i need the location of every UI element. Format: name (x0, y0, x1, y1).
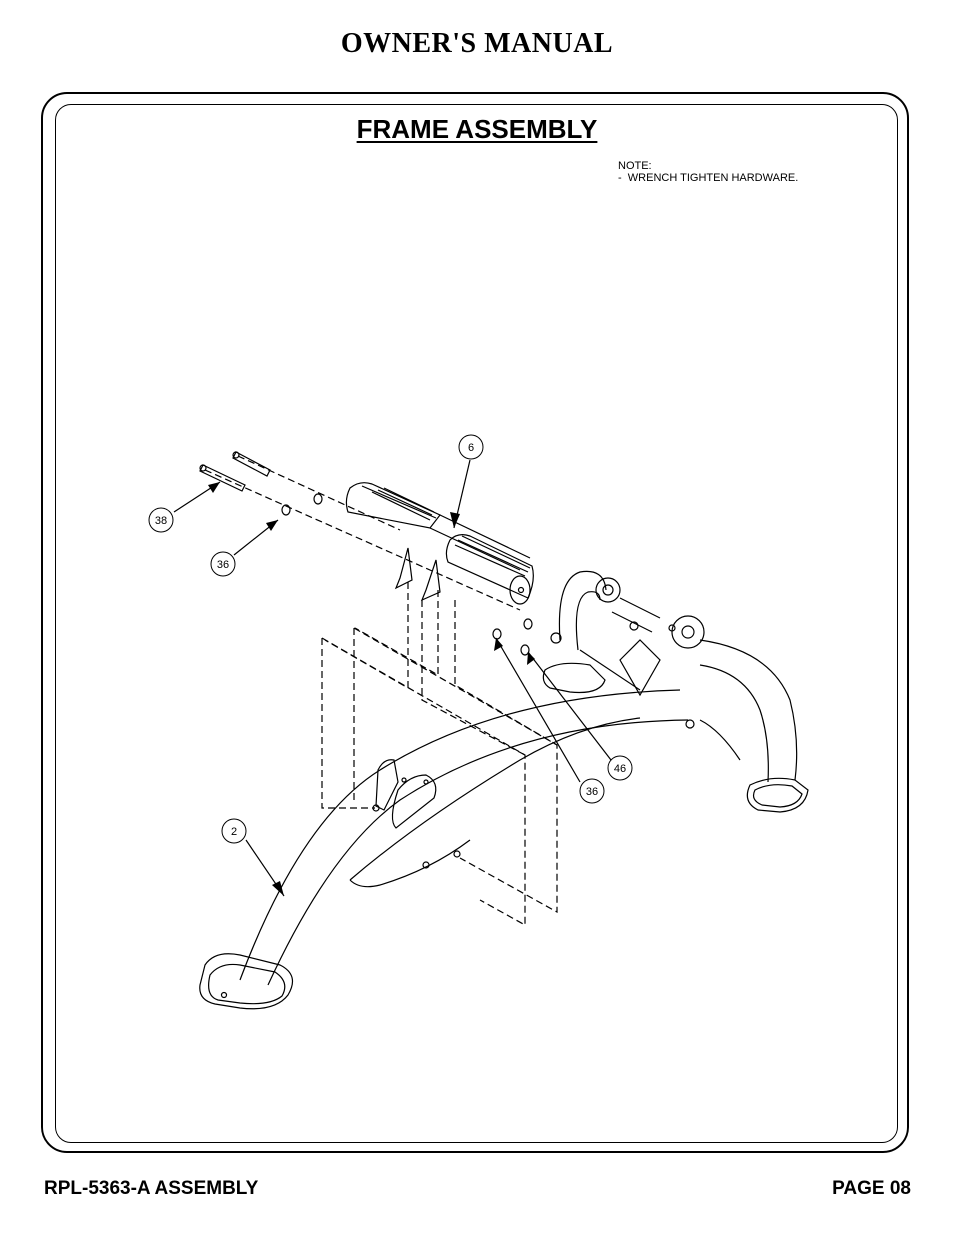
rear-frame (542, 570, 809, 813)
section-title-text: FRAME ASSEMBLY (356, 114, 598, 144)
callout-38: 38 (148, 507, 174, 533)
page-number: PAGE 08 (832, 1178, 911, 1199)
callout-36-bottom: 36 (579, 778, 605, 804)
crossbar-part-6 (345, 482, 534, 605)
assembly-note: NOTE: - WRENCH TIGHTEN HARDWARE. (618, 160, 798, 184)
hardware-bolts (199, 451, 562, 656)
arched-frame-part-2 (199, 689, 689, 1010)
callout-label: 46 (614, 763, 626, 775)
assembly-model-label: RPL-5363-A ASSEMBLY (44, 1178, 259, 1199)
callout-46: 46 (607, 755, 633, 781)
manual-title: OWNER'S MANUAL (340, 28, 614, 59)
callout-label: 2 (231, 826, 237, 838)
section-title: FRAME ASSEMBLY (0, 114, 954, 145)
callout-bubbles: 6 38 36 46 36 2 (148, 434, 633, 844)
callout-2: 2 (221, 818, 247, 844)
assembly-guide-lines (204, 455, 558, 927)
callout-label: 38 (155, 515, 167, 527)
callout-label: 36 (217, 559, 229, 571)
note-heading: NOTE: (618, 160, 652, 172)
callout-label: 6 (468, 442, 474, 454)
page-frame-inner (55, 104, 898, 1143)
callout-label: 36 (586, 786, 598, 798)
page-frame-outer (41, 92, 909, 1153)
callout-arrowheads (208, 482, 535, 896)
callout-36-top: 36 (210, 551, 236, 577)
note-line: - WRENCH TIGHTEN HARDWARE. (618, 172, 799, 184)
callout-6: 6 (458, 434, 484, 460)
